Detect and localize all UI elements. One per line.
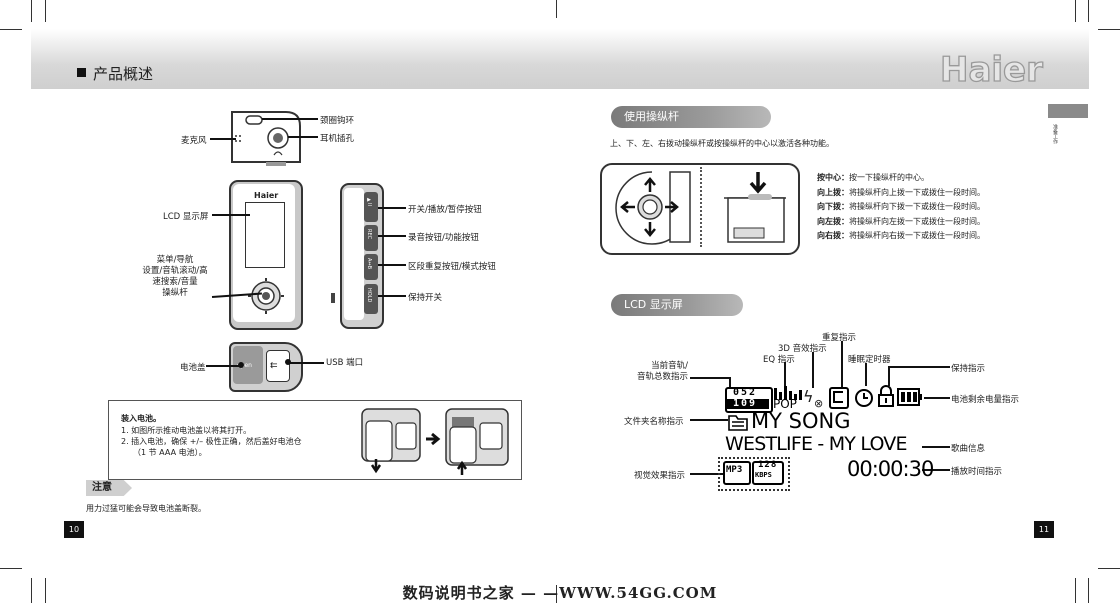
joystick-items-list: 按中心：按一下操纵杆的中心。 向上拨：将操纵杆向上拨一下或拨住一段时间。 向下拨… — [817, 171, 985, 244]
power-button — [364, 192, 378, 222]
page-number-right: 11 — [1034, 521, 1054, 538]
format-indicator — [723, 461, 751, 485]
eq-label: EQ 指示 — [763, 355, 795, 365]
cover-open-text: open — [237, 362, 252, 369]
usb-label: USB 端口 — [326, 358, 364, 368]
hold-switch — [364, 284, 378, 314]
neck-label: 颈圈钩环 — [320, 116, 355, 126]
joystick-item: 向右拨：将操纵杆向右拨一下或拨住一段时间。 — [817, 231, 985, 240]
joystick-section-title: 使用操纵杆 — [611, 106, 771, 128]
3d-circle-icon: ⊗ — [814, 397, 824, 410]
lcd-section-title: LCD 显示屏 — [611, 294, 743, 316]
device-logo: Haier — [254, 191, 279, 200]
time-label: 播放时间指示 — [951, 467, 1003, 477]
bitrate-unit: KBPS — [755, 471, 772, 479]
ab-label: 区段重复按钮/模式按钮 — [408, 262, 496, 272]
sleep-timer-icon — [855, 389, 873, 407]
visual-label: 视觉效果指示 — [634, 471, 686, 481]
battery-title: 装入电池。 — [121, 414, 161, 423]
eq-bars-icon — [774, 386, 802, 400]
device-screen — [245, 202, 285, 268]
joystick-item: 向上拨：将操纵杆向上拨一下或拨住一段时间。 — [817, 187, 985, 197]
song-info: WESTLIFE - MY LOVE — [725, 433, 907, 455]
repeat-label: 重复指示 — [822, 333, 857, 343]
power-label: 开关/播放/暂停按钮 — [408, 205, 482, 215]
battery-icon — [897, 388, 922, 406]
joystick-illustration-box — [600, 163, 800, 255]
note-tag: 注意 — [86, 480, 132, 496]
page-number-left: 10 — [64, 521, 84, 538]
battery-steps-illustration — [361, 408, 509, 475]
3d-effect-icon: ϟ — [803, 387, 814, 406]
joystick-press-icon — [724, 172, 786, 243]
device-top-illustration — [231, 111, 301, 166]
song-info-label: 歌曲信息 — [951, 444, 986, 454]
bitrate-indicator — [752, 461, 784, 485]
joystick-directions-icon — [615, 171, 691, 245]
track-indicator — [725, 387, 773, 413]
track-current: 052 — [733, 387, 758, 398]
track-label: 当前音轨/ 音轨总数指示 — [636, 361, 688, 382]
eq-mode: POP — [773, 397, 797, 411]
hold-indicator-label: 保持指示 — [951, 364, 986, 374]
joystick-item: 向下拨：将操纵杆向下拨一下或拨住一段时间。 — [817, 202, 985, 211]
battery-step-2: 2. 插入电池，确保 +/– 极性正确，然后盖好电池仓 — [121, 437, 302, 446]
lock-icon — [878, 385, 894, 407]
repeat-icon — [829, 387, 849, 409]
section-bullet-icon — [77, 68, 86, 77]
eq3d-label: 3D 音效指示 — [778, 344, 827, 354]
joystick-icon — [248, 278, 284, 314]
sleep-label: 睡眠定时器 — [848, 355, 891, 365]
ab-button — [364, 254, 378, 280]
format: MP3 — [726, 465, 743, 475]
section-title: 产品概述 — [93, 65, 154, 83]
rec-button — [364, 225, 378, 251]
lcd-display: 052 109 POP ϟ ⊗ MY SONG WESTLIFE - MY LO… — [718, 383, 934, 491]
folder-label: 文件夹名称指示 — [624, 417, 684, 427]
joystick-label: 菜单/导航 设置/音轨滚动/高 速搜索/音量 操纵杆 — [142, 255, 208, 298]
playback-time: 00:00:30 — [847, 457, 934, 481]
battery-level-label: 电池剩余电量指示 — [951, 395, 1020, 405]
earphone-label: 耳机插孔 — [320, 134, 355, 144]
rec-label: 录音按钮/功能按钮 — [408, 233, 479, 243]
battery-instructions-box — [108, 400, 522, 480]
header-band — [31, 29, 1089, 89]
footer-watermark: 数码说明书之家 — —WWW.54GG.COM — [402, 584, 718, 602]
track-total: 109 — [733, 398, 758, 409]
battery-cover-label: 电池盖 — [180, 363, 206, 373]
side-tab-label: 准备工作 — [1052, 124, 1058, 144]
usb-icon: ⇇ — [270, 361, 278, 371]
joystick-intro: 上、下、左、右拨动操纵杆或按操纵杆的中心以激活各种功能。 — [610, 139, 834, 148]
mic-label: 麦克风 — [181, 136, 207, 146]
side-tab — [1048, 104, 1088, 118]
brand-logo: Haier — [939, 49, 1043, 90]
battery-step-1: 1. 如图所示推动电池盖以将其打开。 — [121, 426, 252, 435]
folder-icon — [728, 415, 748, 431]
hold-label: 保持开关 — [408, 293, 443, 303]
battery-step-2b: （1 节 AAA 电池）。 — [133, 448, 207, 457]
folder-name: MY SONG — [751, 409, 851, 433]
joystick-item: 向左拨：将操纵杆向左拨一下或拨住一段时间。 — [817, 216, 985, 226]
joystick-item: 按中心：按一下操纵杆的中心。 — [817, 173, 929, 182]
bitrate-value: 128 — [758, 460, 778, 470]
note-text: 用力过猛可能会导致电池盖断裂。 — [86, 504, 206, 513]
lcd-screen-label: LCD 显示屏 — [163, 212, 209, 222]
